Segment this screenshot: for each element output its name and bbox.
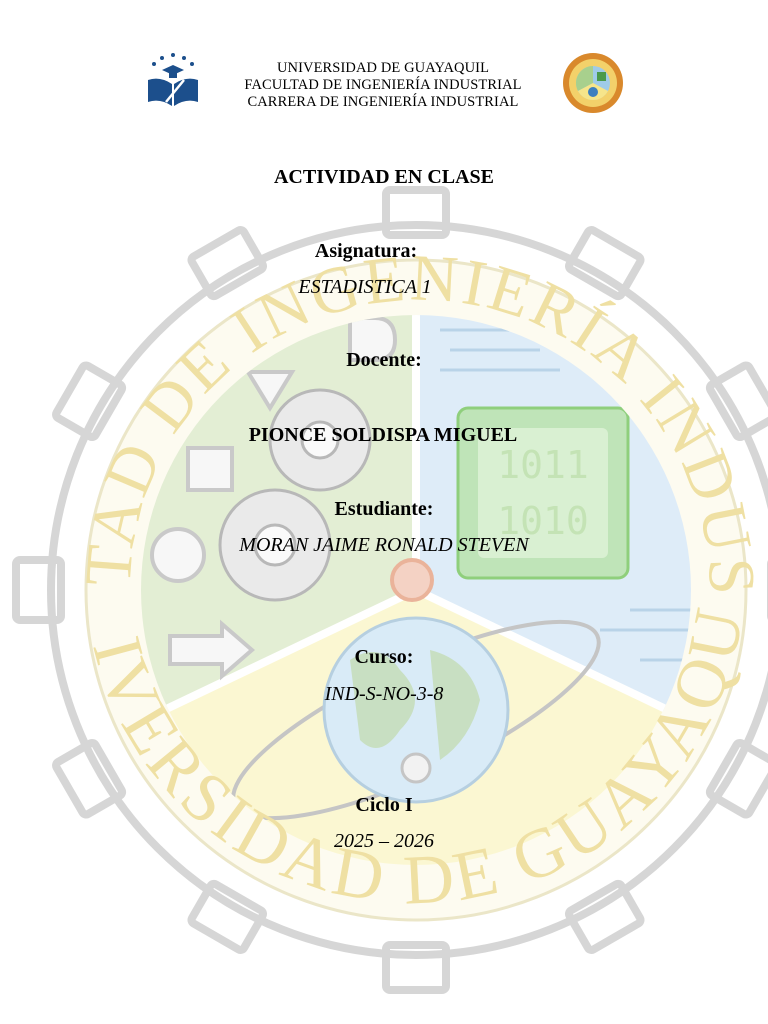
subject-label: Asignatura: — [314, 240, 418, 262]
cycle-value: 2025 – 2026 — [334, 830, 434, 852]
faculty-seal-icon — [563, 53, 623, 113]
teacher-label: Docente: — [346, 349, 422, 371]
course-label: Curso: — [354, 646, 414, 668]
student-value: MORAN JAIME RONALD STEVEN — [239, 534, 529, 556]
d-shape-icon — [348, 316, 398, 362]
triangle-icon — [244, 370, 296, 412]
subject-value: ESTADISTICA 1 — [298, 276, 432, 298]
circle-icon — [150, 527, 206, 583]
display-bottom: 1010 — [497, 499, 589, 543]
teacher-value: PIONCE SOLDISPA MIGUEL — [248, 424, 518, 446]
course-value: IND-S-NO-3-8 — [324, 683, 444, 705]
header-career: CARRERA DE INGENIERÍA INDUSTRIAL — [247, 94, 519, 110]
gear-outline-icon — [16, 186, 768, 990]
arrow-icon — [168, 619, 256, 681]
square-icon — [186, 446, 234, 492]
microchip-icon: 1011 1010 — [440, 328, 691, 662]
document-title: ACTIVIDAD EN CLASE — [273, 166, 495, 188]
header-faculty: FACULTAD DE INGENIERÍA INDUSTRIAL — [244, 77, 522, 93]
student-label: Estudiante: — [334, 498, 434, 520]
center-gear-icon — [390, 558, 434, 602]
display-top: 1011 — [497, 443, 589, 487]
cycle-label: Ciclo I — [355, 794, 413, 816]
gear-icon — [218, 388, 372, 602]
header-university: UNIVERSIDAD DE GUAYAQUIL — [276, 60, 490, 76]
university-logo-icon — [148, 53, 198, 106]
